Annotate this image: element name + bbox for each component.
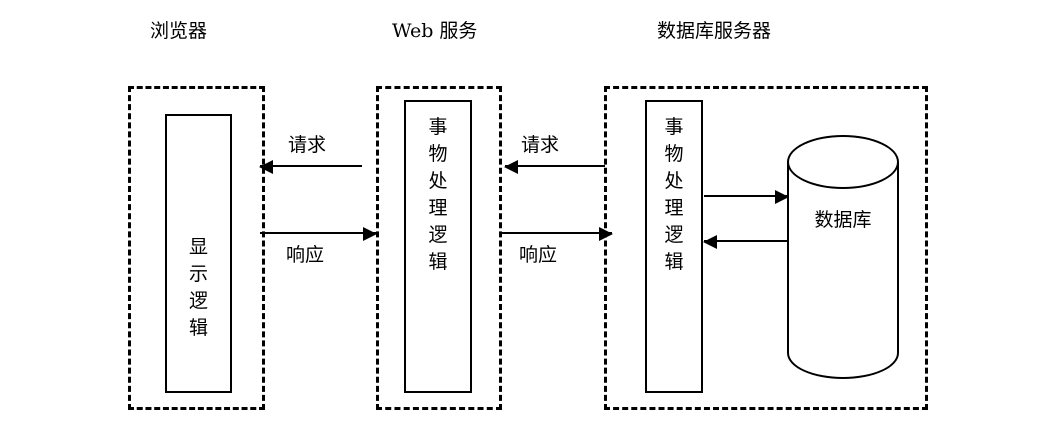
arrow-database-to-logic: [703, 235, 788, 249]
component-web-transaction-logic: 事物处理逻辑: [404, 100, 472, 393]
flow-label-web-db-request: 请求: [521, 134, 560, 156]
component-db-transaction-logic: 事物处理逻辑: [645, 100, 703, 393]
database-label: 数据库: [814, 209, 872, 231]
zone-database-server: [604, 86, 928, 410]
database-cylinder: 数据库: [787, 135, 899, 379]
zone-browser: [128, 86, 265, 410]
tier-title-web-service: Web 服务: [392, 20, 478, 42]
web-transaction-logic-label: 事物处理逻辑: [428, 116, 448, 273]
arrow-web-db-request: [504, 160, 605, 174]
zone-web-service: [376, 86, 502, 410]
db-transaction-logic-label: 事物处理逻辑: [664, 116, 684, 273]
flow-label-browser-web-request: 请求: [288, 134, 327, 156]
tier-title-database-server: 数据库服务器: [657, 20, 772, 42]
component-presentation-logic: 显示逻辑: [165, 114, 232, 393]
arrow-browser-web-request: [259, 160, 362, 174]
cylinder-body: [787, 162, 899, 379]
cylinder-top-ellipse: [787, 135, 899, 189]
flow-label-web-db-response: 响应: [519, 244, 558, 266]
arrow-web-db-response: [502, 227, 613, 241]
tier-title-browser: 浏览器: [150, 20, 208, 42]
presentation-logic-label: 显示逻辑: [188, 236, 208, 339]
arrow-browser-web-response: [260, 227, 377, 241]
arrow-logic-to-database: [704, 190, 789, 204]
flow-label-browser-web-response: 响应: [286, 244, 325, 266]
